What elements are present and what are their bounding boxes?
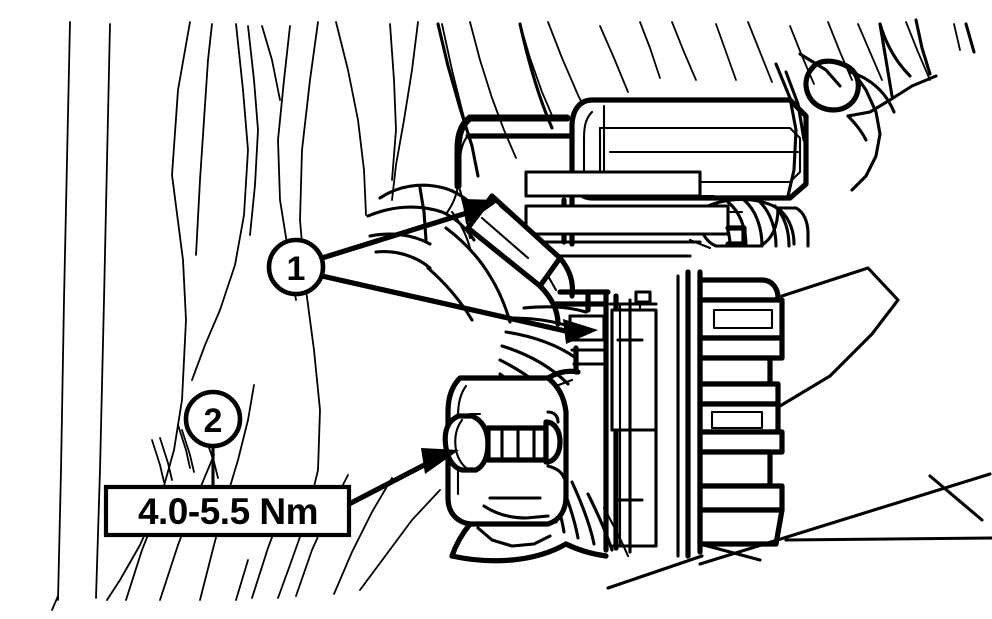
torque-spec-value: 4.0-5.5 Nm (138, 491, 318, 532)
torque-spec-box[interactable]: 4.0-5.5 Nm (103, 484, 352, 538)
callout-1-leaders (319, 199, 598, 344)
hex-flange-bolt (442, 410, 566, 480)
callout-1-circle[interactable] (266, 237, 326, 297)
torque-spec-leader (346, 448, 459, 507)
structural-shapes-right (774, 18, 984, 522)
callout-2-label: 2 (204, 402, 223, 440)
relay-fuse-block (676, 269, 785, 562)
electrical-connector (465, 193, 576, 327)
ledge-plates (524, 170, 747, 258)
callout-1-label: 1 (287, 250, 306, 288)
connector-inner-panel (553, 289, 658, 554)
fascia-contours (366, 22, 554, 324)
torque-spec-frame[interactable] (103, 484, 352, 538)
ground-lines (606, 472, 992, 590)
callout-1[interactable]: 1 (266, 237, 326, 297)
callout-2[interactable]: 2 (183, 389, 243, 449)
callout-2-circle[interactable] (183, 389, 243, 449)
